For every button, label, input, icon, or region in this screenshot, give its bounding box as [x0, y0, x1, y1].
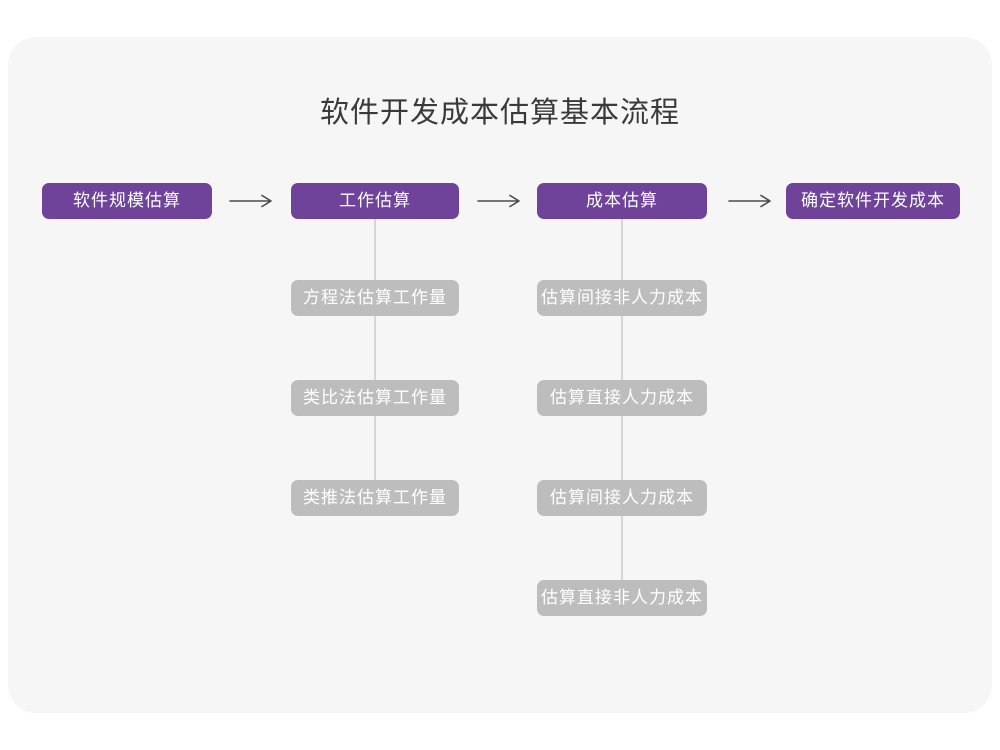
flow-arrow-icon: [229, 194, 272, 208]
node-analogy-method: 类比法估算工作量: [291, 380, 459, 416]
diagram-canvas: [8, 37, 992, 713]
flow-arrow-icon: [728, 194, 771, 208]
node-cost-estimation: 成本估算: [537, 183, 707, 219]
node-indirect-labor-cost: 估算间接人力成本: [537, 480, 707, 516]
node-scale-estimation: 软件规模估算: [42, 183, 212, 219]
node-indirect-non-labor-cost: 估算间接非人力成本: [537, 280, 707, 316]
node-final-development-cost: 确定软件开发成本: [786, 183, 960, 219]
node-equation-method: 方程法估算工作量: [291, 280, 459, 316]
flow-arrow-icon: [477, 194, 520, 208]
node-direct-labor-cost: 估算直接人力成本: [537, 380, 707, 416]
connector-work-chain: [374, 219, 376, 498]
node-extrapolation-method: 类推法估算工作量: [291, 480, 459, 516]
node-work-estimation: 工作估算: [291, 183, 459, 219]
node-direct-non-labor-cost: 估算直接非人力成本: [537, 580, 707, 616]
diagram-title: 软件开发成本估算基本流程: [319, 97, 680, 129]
